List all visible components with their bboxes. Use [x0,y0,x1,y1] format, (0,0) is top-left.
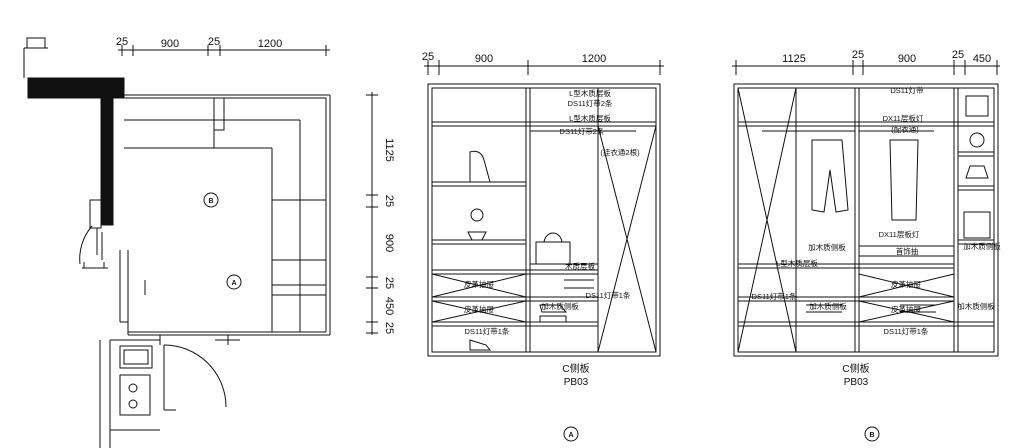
elevation-b-text: 1125 25 900 25 450 DS11灯带 DX11层板灯 (配衣通) … [752,49,1002,439]
elev-b-dim-2: 25 [852,49,864,61]
elevation-a-text: 25 900 1200 L型木质层板 DS11灯带2条 L型木质层板 DS11灯… [422,51,640,439]
plan-dim-right-3: 900 [383,234,395,252]
plan-dim-top-4: 1200 [258,38,282,50]
elev-b-label-hanger-mid: (配衣通) [891,124,919,134]
elev-a-label-hanger: (挂衣通2根) [600,147,640,157]
floor-plan [23,37,378,448]
marker-b-plan [203,192,219,208]
elev-a-marker-label: A [568,432,573,439]
elev-b-dim-4: 25 [952,49,964,61]
plan-dim-right-4: 25 [383,277,395,289]
elev-b-marker-label: B [869,432,874,439]
elev-b-dim-3: 900 [898,53,916,65]
plan-dim-right-1: 1125 [383,138,395,162]
elev-b-caption-code: PB03 [844,377,869,388]
plan-dim-top-2: 900 [161,38,179,50]
elev-a-label-led-2: DS11灯带2条 [568,98,613,108]
elev-b-label-shelf-light: DX11层板灯 [883,113,924,123]
elev-b-label-wood-side-right2: 加木质侧板 [957,301,995,311]
elev-a-caption: C侧板 [562,362,589,375]
marker-a-plan [226,274,242,290]
elevation-b [732,60,1000,442]
elev-a-label-drawer-1: 皮革抽屉 [464,279,494,289]
elev-a-label-led-side: DS11灯带1条 [465,326,510,336]
elev-b-dim-1: 1125 [782,53,806,65]
elev-b-label-wood-side-right: 加木质侧板 [963,241,1001,251]
elev-b-label-led-left: DS11灯带1条 [752,291,797,301]
elev-b-dim-5: 450 [973,53,991,65]
elev-a-label-drawer-2: 皮革抽屉 [464,304,494,314]
elev-a-label-led-2b: DS11灯带2条 [560,126,605,136]
elev-a-label-wood-shelf: 木质层板 [565,261,595,271]
elev-b-label-drawer-2: 皮革抽屉 [891,304,921,314]
elev-a-label-l-shelf-1: L型木质层板 [569,88,611,98]
elev-a-dim-3: 1200 [582,53,606,65]
elev-a-caption-code: PB03 [564,377,589,388]
elev-b-label-jewelry-drawer: 首饰抽 [896,246,919,256]
plan-marker-b-label: B [208,198,213,205]
elev-b-label-l-shelf: L型木质层板 [776,258,818,268]
elev-a-label-led-line: DS11灯带1条 [586,290,631,300]
elev-b-label-led-bottom: DS11灯带1条 [884,326,929,336]
plan-dim-right-6: 25 [383,322,395,334]
plan-text: 25 900 25 1200 1125 25 900 25 450 25 B A [116,36,395,334]
elev-b-caption: C侧板 [842,362,869,375]
plan-dim-right-2: 25 [383,195,395,207]
elev-a-label-l-shelf-2: L型木质层板 [569,113,611,123]
marker-a-elev [563,426,579,442]
marker-b-elev [864,426,880,442]
elev-b-label-led-top: DS11灯带 [890,85,924,95]
elev-b-label-drawer-1: 皮革抽屉 [891,279,921,289]
plan-dim-top-1: 25 [116,36,128,48]
elev-a-label-wood-side: 加木质侧板 [541,301,579,311]
plan-dim-top-3: 25 [208,36,220,48]
plan-marker-a-label: A [231,280,236,287]
elevation-a [424,60,664,442]
elev-b-label-wood-side-mid: 加木质侧板 [808,242,846,252]
elev-a-dim-1: 25 [422,51,434,63]
plan-dim-right-5: 450 [383,297,395,315]
elev-a-dim-2: 900 [475,53,493,65]
elev-b-label-wood-side-low: 加木质侧板 [809,301,847,311]
elev-b-label-shelf-light-2: DX11层板灯 [879,229,920,239]
